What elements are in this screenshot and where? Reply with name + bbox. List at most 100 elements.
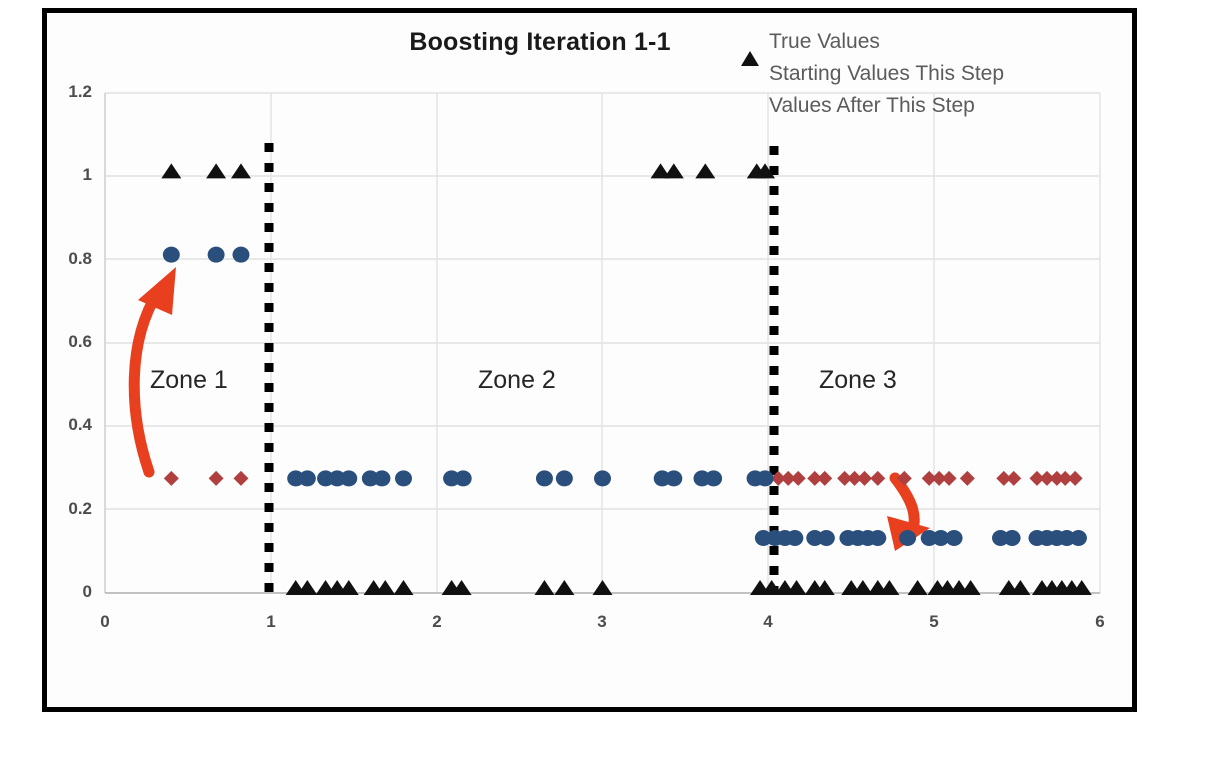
- data-point-diamond: [896, 470, 912, 486]
- data-point-diamond: [163, 470, 179, 486]
- data-point-circle: [899, 530, 917, 546]
- data-point-diamond: [1039, 470, 1055, 486]
- data-point-diamond: [233, 470, 249, 486]
- data-point-diamond: [847, 470, 863, 486]
- y-axis-tick: 1: [82, 165, 92, 184]
- data-point-triangle: [338, 580, 359, 595]
- data-point-triangle: [1010, 580, 1031, 595]
- x-axis-tick: 3: [597, 612, 607, 631]
- data-point-diamond: [941, 470, 957, 486]
- data-point-circle: [756, 470, 774, 487]
- data-point-diamond: [790, 470, 806, 486]
- zone-label-2: Zone 2: [478, 366, 556, 394]
- chart-legend: True Values Starting Values This Step Va…: [741, 26, 1102, 122]
- triangle-marker-icon: [741, 34, 759, 66]
- x-axis-tick: 6: [1095, 612, 1105, 631]
- data-point-diamond: [1029, 470, 1045, 486]
- data-point-circle: [705, 470, 723, 487]
- data-point-diamond: [996, 470, 1012, 486]
- legend-item-values-after[interactable]: Values After This Step: [742, 90, 1102, 122]
- data-point-triangle: [297, 580, 318, 595]
- data-point-diamond: [1067, 470, 1083, 486]
- data-point-triangle: [534, 580, 555, 595]
- data-point-triangle: [879, 580, 900, 595]
- data-point-triangle: [814, 580, 835, 595]
- data-point-circle: [207, 246, 225, 263]
- data-point-circle: [535, 470, 553, 487]
- data-point-triangle: [650, 163, 671, 179]
- data-point-triangle: [554, 580, 575, 595]
- data-point-triangle: [786, 580, 807, 595]
- data-point-circle: [298, 470, 316, 487]
- zone-label-3: Zone 3: [819, 366, 897, 394]
- legend-item-true-values[interactable]: True Values: [741, 26, 1102, 66]
- y-axis-tick: 0.4: [68, 415, 92, 434]
- data-point-triangle: [852, 580, 873, 595]
- y-axis-tick: 0: [82, 582, 92, 601]
- x-axis-tick: 5: [929, 612, 939, 631]
- data-point-triangle: [230, 163, 251, 179]
- legend-label: Values After This Step: [769, 94, 975, 117]
- data-point-diamond: [770, 470, 786, 486]
- data-point-diamond: [807, 470, 823, 486]
- data-point-diamond: [817, 470, 833, 486]
- x-axis-tick: 1: [266, 612, 276, 631]
- data-point-diamond: [1049, 470, 1065, 486]
- data-point-diamond: [921, 470, 937, 486]
- y-axis-tick: 1.2: [68, 82, 92, 101]
- data-point-triangle: [960, 580, 981, 595]
- data-point-triangle: [695, 163, 716, 179]
- data-point-diamond: [870, 470, 886, 486]
- data-point-triangle: [1071, 580, 1092, 595]
- legend-label: True Values: [769, 30, 880, 53]
- data-point-diamond: [1057, 470, 1073, 486]
- data-point-triangle: [761, 580, 782, 595]
- data-point-triangle: [161, 163, 182, 179]
- data-point-triangle: [451, 580, 472, 595]
- data-point-circle: [232, 246, 250, 263]
- y-axis-tick: 0.6: [68, 332, 92, 351]
- data-point-triangle: [907, 580, 928, 595]
- data-point-circle: [932, 530, 950, 546]
- data-point-diamond: [931, 470, 947, 486]
- data-point-diamond: [837, 470, 853, 486]
- legend-label: Starting Values This Step: [769, 62, 1005, 85]
- data-point-diamond: [959, 470, 975, 486]
- data-point-diamond: [780, 470, 796, 486]
- x-axis-tick: 0: [100, 612, 110, 631]
- data-point-circle: [817, 530, 835, 546]
- data-point-circle: [665, 470, 683, 487]
- data-points-layer: [161, 163, 1092, 595]
- data-point-triangle: [375, 580, 396, 595]
- data-point-diamond: [857, 470, 873, 486]
- data-point-circle: [1069, 530, 1087, 546]
- data-point-circle: [454, 470, 472, 487]
- data-point-triangle: [592, 580, 613, 595]
- data-point-triangle: [755, 163, 776, 179]
- page-title: Boosting Iteration 1-1: [409, 28, 671, 56]
- y-axis-tick: 0.2: [68, 499, 92, 518]
- data-point-circle: [395, 470, 412, 487]
- data-point-circle: [373, 470, 391, 487]
- zone-label-1: Zone 1: [150, 366, 228, 394]
- x-axis-tick: 4: [763, 612, 773, 631]
- data-point-circle: [786, 530, 804, 546]
- legend-item-starting-values[interactable]: Starting Values This Step: [742, 58, 1102, 90]
- data-point-circle: [340, 470, 358, 487]
- zone1-up-arrow: [128, 267, 176, 478]
- data-point-triangle: [393, 580, 414, 595]
- data-point-diamond: [208, 470, 224, 486]
- zone-boundary-lines: [264, 143, 779, 595]
- data-point-triangle: [206, 163, 227, 179]
- y-axis-tick: 0.8: [68, 249, 92, 268]
- data-point-circle: [594, 470, 611, 487]
- data-point-triangle: [663, 163, 684, 179]
- data-point-circle: [162, 246, 180, 263]
- diamond-marker-icon: [742, 66, 758, 82]
- x-axis-tick: 2: [432, 612, 442, 631]
- data-point-circle: [1003, 530, 1021, 546]
- circle-marker-icon: [742, 98, 758, 114]
- data-point-circle: [869, 530, 887, 546]
- data-point-circle: [945, 530, 963, 546]
